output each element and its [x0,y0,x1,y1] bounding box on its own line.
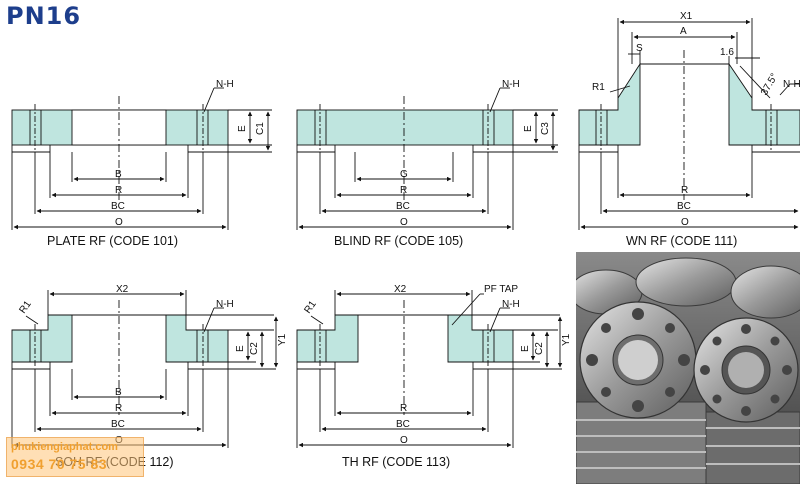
soh-r-label: R [115,403,122,414]
stainless-flanges-photo [576,252,800,484]
blind-c3-label: C3 [540,122,551,135]
soh-c2-label: C2 [249,342,260,355]
wn-bc-label: BC [677,201,691,212]
soh-rf-drawing [11,290,279,448]
blind-g-label: G [400,169,408,180]
watermark-phone[interactable]: 0934 70 75 83 [11,456,108,472]
th-bc-label: BC [396,419,410,430]
th-rf-drawing [296,290,563,448]
wn-a-label: A [680,26,687,37]
th-x2-label: X2 [394,284,407,295]
wn-s-label: S [636,43,643,54]
plate-c1-label: C1 [255,122,266,135]
plate-b-label: B [115,169,122,180]
plate-bc-label: BC [111,201,125,212]
soh-r1-label: R1 [17,299,34,316]
soh-e-label: E [235,345,246,352]
flanges-photo-icon [576,252,800,484]
wn-r-label: R [681,185,688,196]
wn-x1-label: X1 [680,11,693,22]
soh-b-label: B [115,387,122,398]
plate-e-label: E [237,125,248,132]
wn-caption: WN RF (CODE 111) [626,234,737,248]
blind-rf-drawing [296,87,558,230]
plate-rf-drawing [11,87,272,230]
th-pftap-label: PF TAP [484,284,518,295]
wn-r1-label: R1 [592,82,605,93]
soh-y1-label: Y1 [277,333,288,346]
th-e-label: E [520,345,531,352]
plate-r-label: R [115,185,122,196]
th-r-label: R [400,403,407,414]
blind-r-label: R [400,185,407,196]
plate-caption: PLATE RF (CODE 101) [47,234,178,248]
watermark-badge: phukiengiaphat.com 0934 70 75 83 [6,437,144,477]
blind-nh-label: N-H [502,79,520,90]
blind-caption: BLIND RF (CODE 105) [334,234,463,248]
plate-o-label: O [115,217,123,228]
th-c2-label: C2 [534,342,545,355]
blind-o-label: O [400,217,408,228]
wn-angle-label: 37.5° [759,72,780,98]
th-nh-label: N-H [502,299,520,310]
plate-nh-label: N-H [216,79,234,90]
soh-nh-label: N-H [216,299,234,310]
wn-rf-drawing [578,18,800,230]
soh-x2-label: X2 [116,284,129,295]
th-r1-label: R1 [302,299,319,316]
page-heading: PN16 [6,2,82,30]
soh-bc-label: BC [111,419,125,430]
watermark-site[interactable]: phukiengiaphat.com [11,441,118,453]
th-y1-label: Y1 [561,333,572,346]
wn-16-label: 1.6 [720,47,734,58]
wn-nh-label: N-H [783,79,800,90]
th-o-label: O [400,435,408,446]
blind-e-label: E [523,125,534,132]
blind-bc-label: BC [396,201,410,212]
wn-o-label: O [681,217,689,228]
th-caption: TH RF (CODE 113) [342,455,450,469]
